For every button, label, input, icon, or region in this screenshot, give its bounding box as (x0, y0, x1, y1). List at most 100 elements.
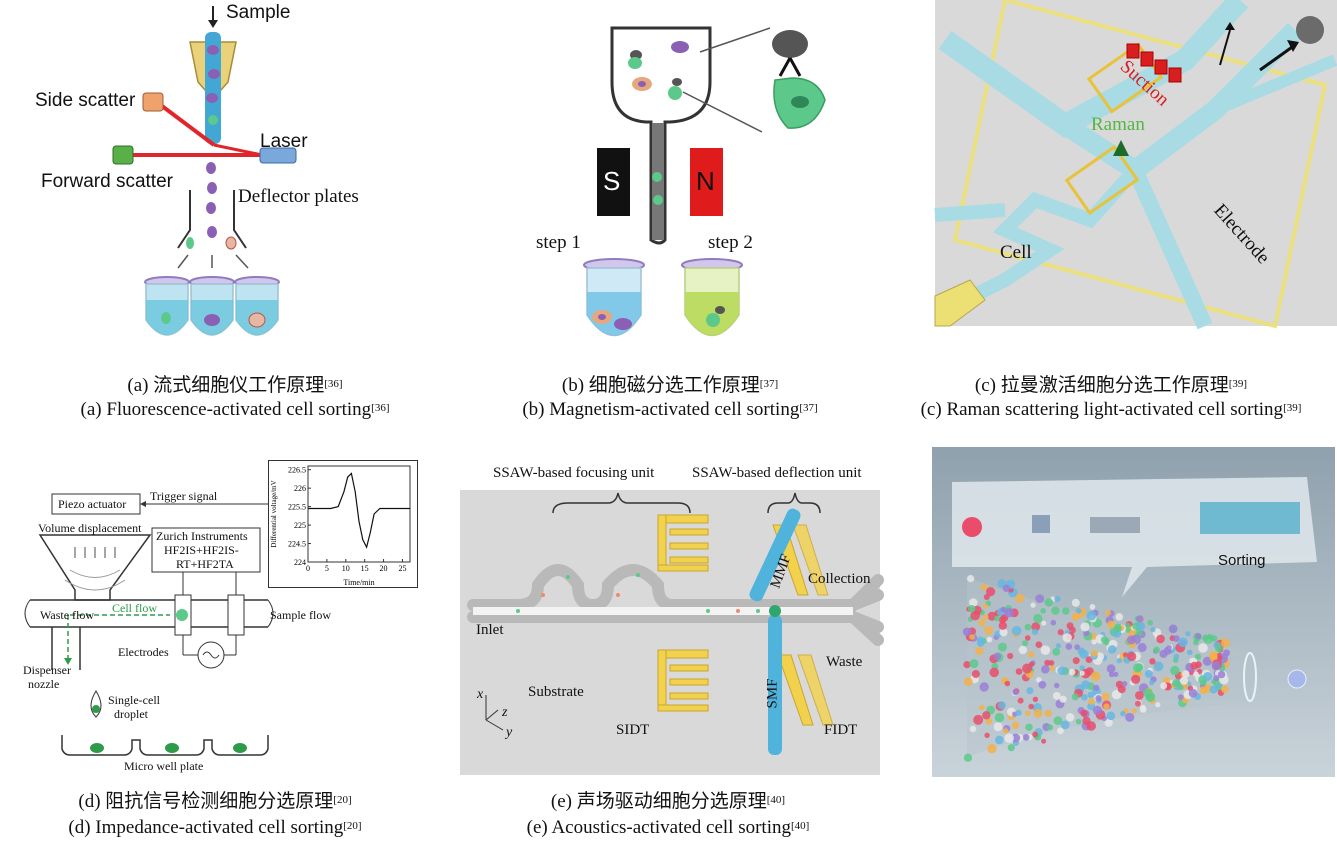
particle (1204, 635, 1213, 644)
particle (1115, 613, 1124, 621)
particle (1081, 694, 1088, 701)
caption-c-cn: (c) 拉曼激活细胞分选工作原理[39] (974, 375, 1248, 396)
particle (1024, 623, 1032, 631)
particle (1221, 685, 1229, 694)
particle (1170, 665, 1180, 676)
tube-step2 (681, 258, 743, 337)
label-zurich-3: RT+HF2TA (176, 557, 234, 571)
particle (1194, 653, 1202, 660)
label-fidt: FIDT (824, 722, 858, 738)
panel-c-raman: Suction Raman Cell Electrode (c) 拉曼激活细胞分… (885, 0, 1337, 425)
particle (1018, 645, 1028, 655)
particle (1178, 685, 1184, 691)
particle (1104, 718, 1113, 727)
particle (967, 575, 975, 583)
raman-sorting-diagram (934, 0, 1337, 330)
particle (1211, 661, 1221, 671)
y-axis-label: Differential voltage/mV (270, 480, 278, 547)
particle (1007, 652, 1014, 660)
particle (1015, 593, 1025, 603)
caption-e-cn: (e) 声场驱动细胞分选原理[40] (550, 791, 786, 812)
particle (984, 625, 994, 635)
label-inlet: Inlet (476, 622, 504, 638)
particle (1015, 668, 1023, 675)
label-micro-well: Micro well plate (124, 759, 204, 773)
x-tick-label: 5 (325, 564, 329, 573)
particle (1054, 595, 1061, 603)
collection-tube-left (144, 276, 190, 336)
particle (1215, 644, 1223, 653)
particle (1087, 691, 1094, 698)
label-sidt: SIDT (616, 722, 650, 738)
particle (1047, 724, 1054, 731)
particle (1041, 738, 1047, 744)
label-dispenser-2: nozzle (28, 677, 60, 691)
label-cell: Cell (1000, 242, 1032, 263)
particle (1031, 622, 1041, 632)
caption-d-en: (d) Impedance-activated cell sorting[20] (68, 817, 362, 838)
particle (994, 615, 1000, 622)
label-laser: Laser (260, 131, 308, 152)
label-step1: step 1 (536, 232, 581, 253)
particle (1193, 671, 1199, 677)
particle (1203, 671, 1213, 681)
label-waste-flow: Waste flow (40, 608, 95, 622)
particle (1195, 633, 1202, 640)
particle (1105, 609, 1111, 616)
particle (1000, 606, 1006, 613)
particle (1188, 688, 1198, 698)
particle (1060, 720, 1070, 730)
axis-z-label: z (502, 705, 508, 720)
particle (1076, 608, 1082, 614)
label-cell-flow: Cell flow (112, 601, 157, 615)
particle (1044, 709, 1052, 718)
particle (1082, 716, 1091, 725)
particle (989, 667, 999, 678)
label-zurich-2: HF2IS+HF2IS- (164, 543, 239, 557)
particle (1062, 607, 1070, 615)
particle (962, 627, 972, 637)
particle (1071, 693, 1079, 701)
label-single-cell-2: droplet (114, 707, 148, 721)
particle (1172, 679, 1181, 688)
particle (1101, 692, 1110, 701)
particle (995, 735, 1004, 745)
magnet-n-label: N (696, 166, 715, 196)
particle (1139, 706, 1147, 713)
particle (1177, 694, 1184, 701)
particle (1153, 646, 1160, 654)
particle (1004, 680, 1011, 687)
tube-step1 (583, 258, 645, 337)
particle (1035, 641, 1043, 648)
y-tick-label: 225 (294, 521, 306, 530)
particle (980, 583, 988, 591)
particle (1059, 695, 1067, 703)
particle (1093, 684, 1100, 691)
particle (1150, 627, 1156, 633)
particle (1040, 608, 1046, 614)
particle (1179, 676, 1189, 685)
particle (1143, 688, 1153, 698)
y-tick-label: 226.5 (288, 466, 306, 475)
particle (1108, 671, 1115, 678)
acoustic-sorting-diagram (460, 490, 884, 775)
particle (997, 701, 1006, 710)
label-volume: Volume displacement (38, 521, 142, 535)
particle (1091, 639, 1097, 645)
label-sorting: Sorting (1218, 552, 1266, 569)
particle (1004, 608, 1014, 618)
label-electrodes: Electrodes (118, 645, 169, 659)
particle (1153, 661, 1164, 672)
particle (1052, 692, 1061, 700)
x-tick-label: 15 (361, 564, 369, 573)
label-collection: Collection (808, 571, 871, 587)
caption-c-en: (c) Raman scattering light-activated cel… (920, 399, 1302, 420)
particle (1121, 681, 1128, 687)
particle (1024, 710, 1031, 717)
particle (1079, 665, 1085, 671)
label-step2: step 2 (708, 232, 753, 253)
particle (1007, 744, 1015, 752)
particle (1216, 683, 1222, 689)
particle (1116, 657, 1122, 664)
particle (1033, 613, 1043, 624)
